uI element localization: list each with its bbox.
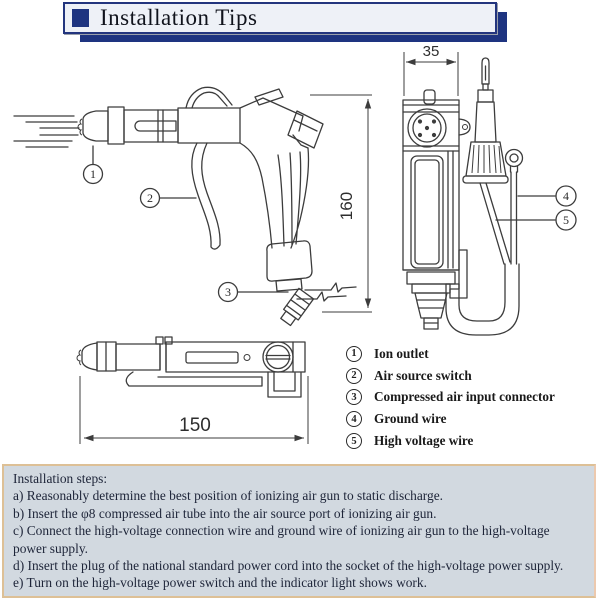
cable-assembly xyxy=(445,57,524,336)
legend-label-3: Compressed air input connector xyxy=(374,389,555,405)
technical-drawing: 1 2 3 160 35 xyxy=(13,43,577,444)
gun-rear-view: 35 xyxy=(402,43,471,330)
legend-item-air-input-connector: 3 Compressed air input connector xyxy=(346,387,596,409)
callout-5-number: 5 xyxy=(563,213,569,227)
gun-handle xyxy=(239,142,310,249)
legend-item-ground-wire: 4 Ground wire xyxy=(346,408,596,430)
legend-item-high-voltage-wire: 5 High voltage wire xyxy=(346,430,596,452)
hv-plug xyxy=(462,57,509,184)
hose-break-lines xyxy=(296,282,357,302)
legend-label-4: Ground wire xyxy=(374,411,447,427)
adjust-screw xyxy=(262,341,294,373)
banner-bullet-square xyxy=(72,9,89,27)
callout-4: 4 xyxy=(517,185,577,207)
step-line-c: c) Connect the high-voltage connection w… xyxy=(13,523,550,556)
hv-connector-socket xyxy=(407,108,447,148)
callout-4-number: 4 xyxy=(563,189,569,203)
callout-2-number: 2 xyxy=(147,191,153,205)
legend-num-4: 4 xyxy=(346,411,362,428)
high-voltage-wire xyxy=(479,182,511,265)
step-line-a: a) Reasonably determine the best positio… xyxy=(13,488,444,504)
legend-num-5: 5 xyxy=(346,433,362,450)
air-blast-lines xyxy=(13,115,80,148)
callout-1: 1 xyxy=(82,145,104,185)
installation-steps-box: Installation steps: a) Reasonably determ… xyxy=(2,464,596,598)
callout-2: 2 xyxy=(139,187,197,209)
title-banner: Installation Tips xyxy=(63,2,497,34)
hv-port-block xyxy=(287,110,324,149)
legend-label-5: High voltage wire xyxy=(374,433,474,449)
legend-item-ion-outlet: 1 Ion outlet xyxy=(346,343,596,365)
legend-num-3: 3 xyxy=(346,389,362,406)
callout-1-number: 1 xyxy=(90,167,96,181)
dimension-35-label: 35 xyxy=(423,43,440,60)
callout-3-number: 3 xyxy=(225,285,231,299)
dimension-160-label: 160 xyxy=(337,192,356,220)
parts-legend: 1 Ion outlet 2 Air source switch 3 Compr… xyxy=(346,343,596,452)
legend-num-2: 2 xyxy=(346,367,362,384)
air-input-connector xyxy=(280,287,315,327)
dimension-160: 160 xyxy=(310,94,372,313)
legend-item-air-source-switch: 2 Air source switch xyxy=(346,365,596,387)
ground-wire xyxy=(504,148,524,265)
step-line-d: d) Insert the plug of the national stand… xyxy=(13,558,564,574)
steps-title: Installation steps: xyxy=(13,471,108,486)
cable-loop xyxy=(445,263,520,336)
legend-label-2: Air source switch xyxy=(374,367,472,383)
dimension-150-label: 150 xyxy=(179,415,211,436)
gun-side-view xyxy=(13,86,357,327)
step-line-e: e) Turn on the high-voltage power switch… xyxy=(13,575,427,591)
dimension-150: 150 xyxy=(79,376,309,444)
legend-num-1: 1 xyxy=(346,345,362,362)
page-title: Installation Tips xyxy=(100,5,258,30)
callout-5: 5 xyxy=(495,209,577,231)
legend-label-1: Ion outlet xyxy=(374,345,429,361)
step-line-b: b) Insert the φ8 compressed air tube int… xyxy=(13,505,437,521)
trigger-lever xyxy=(185,86,233,109)
gun-top-view xyxy=(76,336,306,398)
ion-outlet-nozzle xyxy=(82,110,109,142)
callout-3: 3 xyxy=(217,281,289,303)
